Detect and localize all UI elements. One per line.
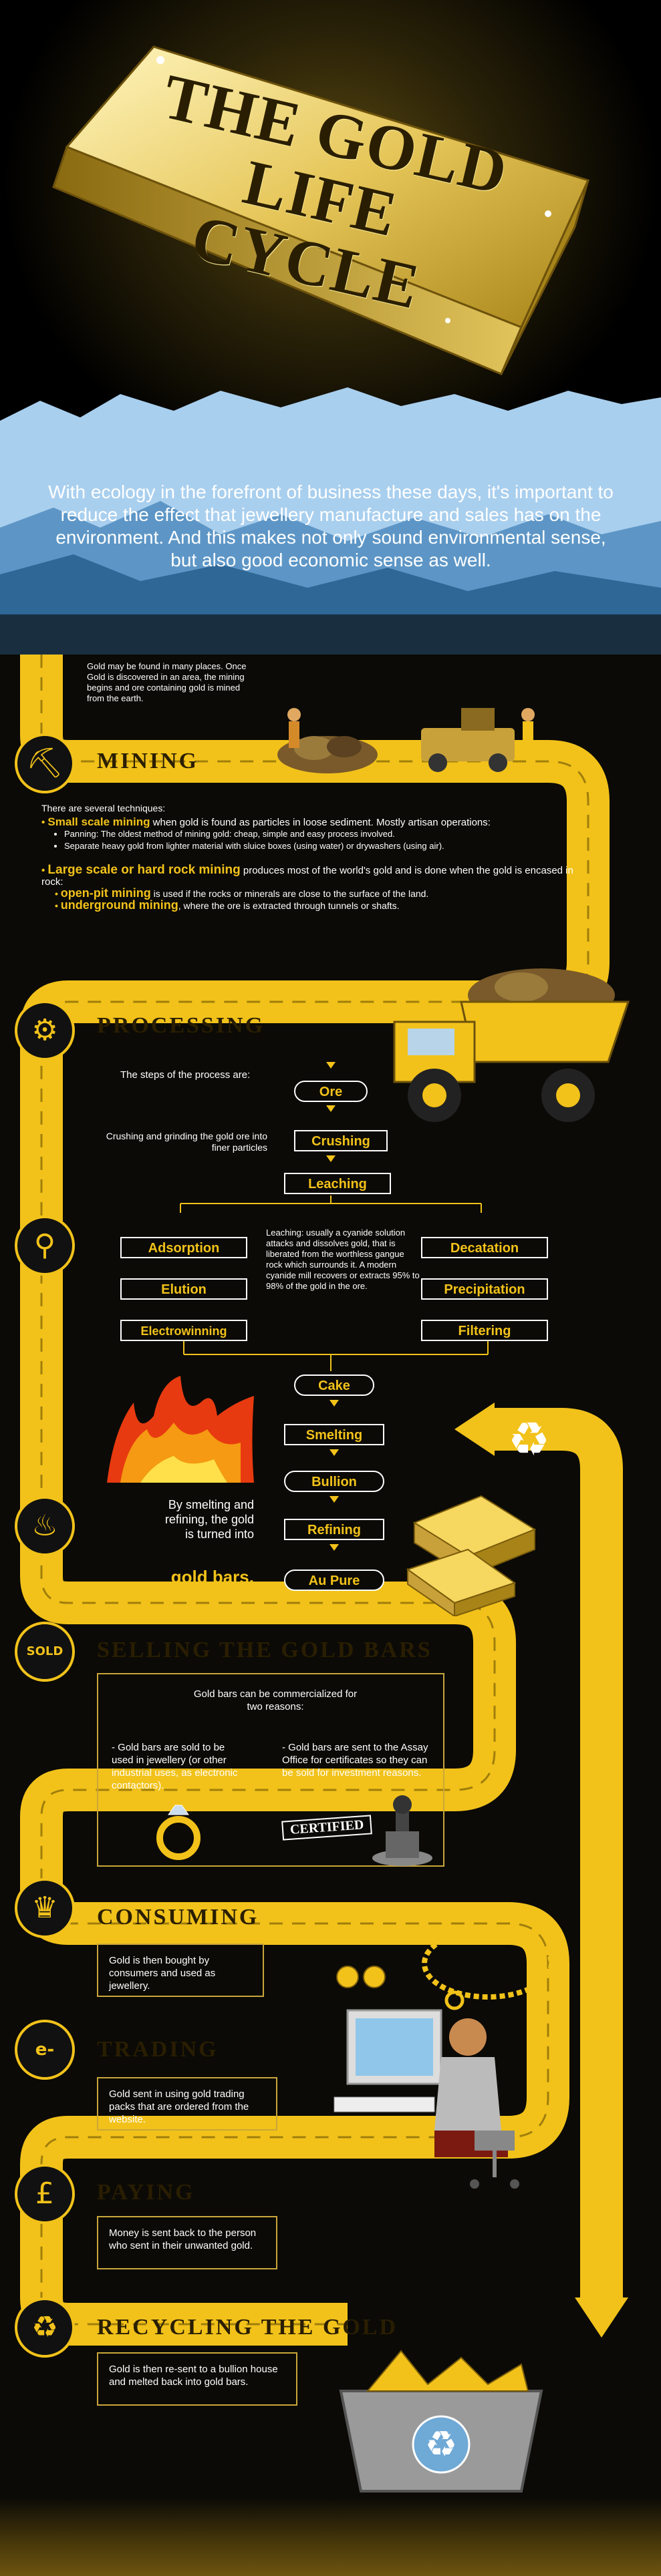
recycle-icon: ♻ <box>15 2297 75 2358</box>
recycling-title: RECYCLING THE GOLD <box>97 2315 398 2340</box>
miner-icon: ⛏ <box>15 733 75 793</box>
step-smelting: Smelting <box>284 1424 384 1445</box>
leaching-note: Leaching: usually a cyanide solution att… <box>266 1228 420 1291</box>
mining-intro: Gold may be found in many places. Once G… <box>87 661 247 703</box>
person-computer-illustration <box>334 2009 519 2189</box>
step-ore: Ore <box>294 1081 368 1102</box>
certified-stamp: CERTIFIED <box>281 1815 373 1841</box>
underground-text: , where the ore is extracted through tun… <box>178 900 400 911</box>
paying-text: Money is sent back to the person who sen… <box>109 2227 257 2251</box>
step-au-pure: Au Pure <box>284 1570 384 1591</box>
crown-icon: ♛ <box>15 1878 75 1938</box>
trading-box: Gold sent in using gold trading packs th… <box>97 2077 277 2131</box>
mining-techniques: There are several techniques: • Small sc… <box>41 803 589 912</box>
step-refining: Refining <box>284 1519 384 1540</box>
consuming-title: CONSUMING <box>97 1905 259 1929</box>
step-adsorption: Adsorption <box>120 1237 247 1258</box>
small-scale-title: Small scale mining <box>47 815 150 828</box>
step-cake: Cake <box>294 1374 374 1396</box>
small-point-2: Separate heavy gold from lighter materia… <box>64 840 589 852</box>
small-point-1: Panning: The oldest method of mining gol… <box>64 828 589 840</box>
selling-box: Gold bars can be commercialized for two … <box>97 1673 444 1867</box>
flames-illustration <box>107 1376 254 1483</box>
merge-connector <box>183 1341 489 1371</box>
selling-reason-2: - Gold bars are sent to the Assay Office… <box>282 1742 428 1779</box>
flow-arrow <box>326 1105 336 1112</box>
flow-arrow <box>329 1496 339 1503</box>
trading-title: TRADING <box>97 2037 219 2062</box>
sold-bar-icon: SOLD <box>15 1622 75 1682</box>
footer-glow <box>0 2498 661 2576</box>
crushing-note: Crushing and grinding the gold ore into … <box>106 1131 267 1153</box>
recycling-box: Gold is then re-sent to a bullion house … <box>97 2352 297 2406</box>
selling-title: SELLING THE GOLD BARS <box>97 1638 432 1662</box>
mountains-background <box>0 387 661 655</box>
step-filtering: Filtering <box>421 1320 548 1341</box>
jewellery-illustration <box>336 1927 554 2010</box>
processing-title: PROCESSING <box>97 1013 265 1038</box>
openpit-title: open-pit mining <box>60 886 151 900</box>
recycling-text: Gold is then re-sent to a bullion house … <box>109 2364 278 2388</box>
mining-title: MINING <box>97 749 199 773</box>
bulldozer-illustration <box>277 708 535 773</box>
small-scale-text: when gold is found as particles in loose… <box>150 817 491 828</box>
ring-illustration <box>156 1805 201 1860</box>
dump-truck-illustration <box>393 968 630 1122</box>
svg-text:♻: ♻ <box>425 2423 457 2465</box>
computer-icon: e- <box>15 2020 75 2080</box>
stamp-illustration <box>372 1795 432 1866</box>
steps-label: The steps of the process are: <box>120 1069 251 1081</box>
step-decantation: Decatation <box>421 1237 548 1258</box>
flow-arrow <box>326 1155 336 1162</box>
step-leaching: Leaching <box>284 1173 391 1194</box>
gold-bars-illustration <box>406 1495 537 1616</box>
flow-arrow <box>329 1449 339 1456</box>
recycle-symbol-icon: ♻ <box>508 1412 550 1467</box>
gears-icon: ⚙ <box>15 1000 75 1061</box>
large-scale-text: produces most of the world's gold and is… <box>41 865 573 888</box>
flow-arrow <box>329 1544 339 1551</box>
step-elution: Elution <box>120 1278 247 1300</box>
paying-title: PAYING <box>97 2180 195 2205</box>
branch-connector <box>180 1195 482 1213</box>
pound-icon: £ <box>15 2164 75 2224</box>
consuming-box: Gold is then bought by consumers and use… <box>97 1944 264 1997</box>
step-electrowinning: Electrowinning <box>120 1320 247 1341</box>
fire-icon: ♨ <box>15 1496 75 1556</box>
gold-bars-label: gold bars. <box>170 1567 254 1587</box>
consuming-text: Gold is then bought by consumers and use… <box>109 1955 216 1992</box>
trading-text: Gold sent in using gold trading packs th… <box>109 2088 249 2125</box>
selling-intro: Gold bars can be commercialized for two … <box>193 1688 358 1712</box>
openpit-text: is used if the rocks or minerals are clo… <box>150 888 429 899</box>
recycling-bin-illustration: ♻ <box>339 2350 543 2493</box>
selling-reason-1: - Gold bars are sold to be used in jewel… <box>112 1742 238 1791</box>
flow-arrow <box>329 1400 339 1407</box>
step-bullion: Bullion <box>284 1471 384 1492</box>
large-scale-title: Large scale or hard rock mining <box>47 863 241 877</box>
gold-bar-illustration <box>52 45 590 375</box>
flow-arrow <box>326 1062 336 1069</box>
step-crushing: Crushing <box>294 1130 388 1151</box>
smelting-note: By smelting and refining, the gold is tu… <box>164 1498 254 1541</box>
magnifier-icon: ⚲ <box>15 1216 75 1276</box>
techniques-label: There are several techniques: <box>41 803 166 813</box>
intro-text: With ecology in the forefront of busines… <box>48 482 614 570</box>
paying-box: Money is sent back to the person who sen… <box>97 2216 277 2269</box>
step-precipitation: Precipitation <box>421 1278 548 1300</box>
underground-title: underground mining <box>60 898 178 912</box>
